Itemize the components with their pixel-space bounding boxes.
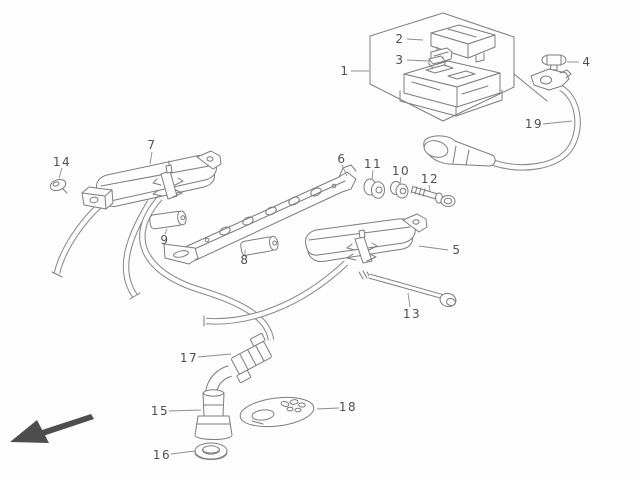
bracket-hook: [338, 164, 357, 178]
lead-wire: [53, 203, 102, 274]
callout-12: 12: [421, 172, 439, 186]
bracket-hole: [265, 206, 277, 216]
unit-boundary-box: [369, 12, 548, 122]
bracket-slot: [173, 250, 189, 258]
callout-5: 5: [452, 243, 461, 257]
screw-head: [440, 195, 456, 207]
thread-marks: [410, 185, 426, 197]
callout-1: 1: [340, 64, 349, 78]
boundary-link-line: [513, 73, 548, 102]
callout-11: 11: [364, 157, 382, 171]
mounting-bracket-part-6: [163, 164, 357, 265]
callout-2: 2: [395, 32, 404, 46]
bracket-end-plate: [163, 243, 199, 265]
cap-ring-part-16: [194, 442, 228, 460]
callout-6: 6: [337, 152, 346, 166]
callout-18: 18: [339, 400, 357, 414]
bracket-hole: [288, 196, 300, 206]
callout-16: 16: [153, 448, 171, 462]
callout-leaders: [58, 38, 579, 455]
callout-14: 14: [53, 155, 71, 169]
coil-end-bracket: [196, 150, 222, 170]
spacer-part-8: [240, 235, 279, 256]
ring-terminal: [530, 68, 570, 91]
hexagon-outline: [369, 12, 515, 122]
cap-elbow: [205, 365, 233, 394]
ignition-coil-part-5: [305, 213, 428, 264]
relay-part-2: [430, 24, 496, 63]
igniter-unit-part-1: [399, 55, 503, 117]
callout-10: 10: [392, 164, 410, 178]
ignition-coil-part-7: [81, 150, 222, 210]
cover-plate-part-18: [239, 396, 315, 428]
callout-8: 8: [240, 253, 249, 267]
lead-end: [129, 292, 141, 300]
lead-joint-part-17: [231, 332, 272, 384]
rib-lines: [239, 344, 265, 371]
callout-15: 15: [151, 404, 169, 418]
grommet-part-11: [363, 178, 385, 199]
screw-part-12: [410, 185, 456, 207]
callout-19: 19: [525, 117, 543, 131]
coil-end-bracket: [402, 213, 428, 233]
emboss-mark: [294, 407, 302, 413]
cap-skirt: [194, 415, 233, 440]
long-bolt-part-13: [358, 270, 457, 308]
emboss-mark: [286, 406, 294, 412]
lead-wire: [205, 260, 349, 325]
callout-13: 13: [403, 307, 421, 321]
emboss-mark: [280, 401, 290, 407]
callout-labels: 1 2 3 4 5 6 7 8 9 10 11 12 13 14 15 16 1…: [53, 32, 591, 462]
spark-plug-cap-part-15: [194, 389, 233, 440]
bracket-hole: [310, 187, 322, 197]
callout-17: 17: [180, 351, 198, 365]
washer-part-10: [390, 181, 409, 199]
emboss-mark: [289, 399, 299, 405]
grommet-part-14: [49, 178, 68, 194]
callout-3: 3: [395, 53, 404, 67]
emboss-mark: [298, 402, 306, 408]
spacer-part-9: [149, 210, 187, 230]
spark-plug-leads: [51, 195, 349, 341]
callout-9: 9: [160, 233, 169, 247]
connector-socket: [447, 70, 476, 80]
connector-socket: [425, 64, 454, 74]
unit-tray: [399, 89, 503, 117]
ground-lead-part-19: [423, 68, 581, 171]
coil-body: [96, 155, 217, 201]
callout-4: 4: [582, 55, 591, 69]
front-direction-arrow-icon: [10, 414, 94, 443]
bracket-hole: [219, 226, 231, 236]
callout-7: 7: [147, 138, 156, 152]
bracket-hole: [242, 216, 254, 226]
lead-end: [51, 271, 63, 278]
